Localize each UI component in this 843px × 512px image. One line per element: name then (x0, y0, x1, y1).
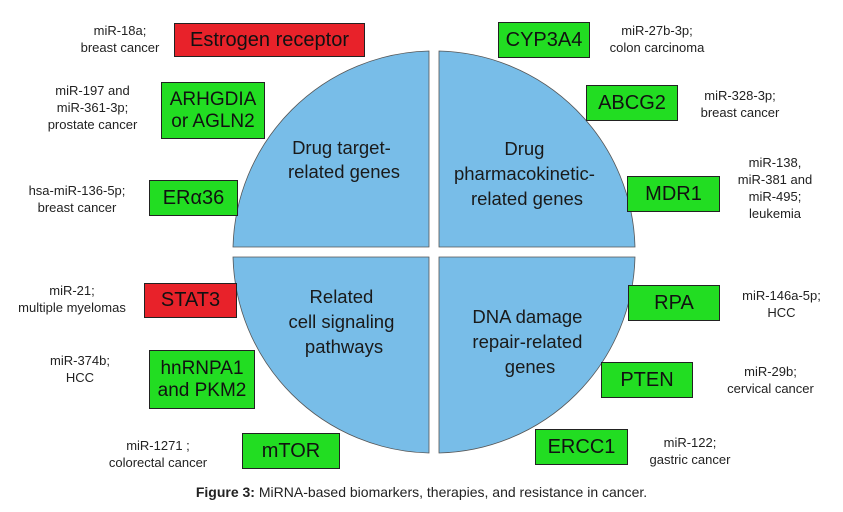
ercc1-box: ERCC1 (535, 429, 628, 465)
note-mir197: miR-197 and miR-361-3p; prostate cancer (47, 83, 138, 132)
note-mir328: miR-328-3p; breast cancer (700, 88, 780, 120)
hnrnpa1-box: hnRNPA1 and PKM2 (149, 350, 255, 409)
note-mir29b: miR-29b; cervical cancer (727, 364, 814, 396)
note-mir136: hsa-miR-136-5p; breast cancer (28, 183, 126, 215)
note-mir18a: miR-18a; breast cancer (80, 23, 160, 55)
figure-caption: Figure 3: MiRNA-based biomarkers, therap… (0, 484, 843, 500)
note-mir122: miR-122; gastric cancer (649, 435, 731, 467)
estrogen-receptor-box: Estrogen receptor (174, 23, 365, 57)
pten-box: PTEN (601, 362, 693, 398)
rpa-box: RPA (628, 285, 720, 321)
note-mir374b: miR-374b; HCC (50, 353, 110, 385)
note-mir1271: miR-1271 ; colorectal cancer (108, 438, 208, 470)
era36-box: ERα36 (149, 180, 238, 216)
note-mir21: miR-21; multiple myelomas (18, 283, 126, 315)
caption-text: MiRNA-based biomarkers, therapies, and r… (254, 484, 648, 500)
quadrant-bottom-right (438, 256, 636, 454)
quadrant-label-signaling: Related cell signaling pathways (288, 286, 399, 357)
mtor-box: mTOR (242, 433, 340, 469)
mdr1-box: MDR1 (627, 176, 720, 212)
quadrant-label-drug-target: Drug target- related genes (288, 137, 400, 182)
caption-label: Figure 3: (195, 484, 255, 500)
arhgdia-box: ARHGDIA or AGLN2 (161, 82, 265, 139)
quadrant-label-pharmacokinetic: Drug pharmacokinetic- related genes (454, 138, 600, 209)
note-mir146a: miR-146a-5p; HCC (742, 288, 821, 320)
note-mir138: miR-138, miR-381 and miR-495; leukemia (737, 155, 813, 221)
stat3-box: STAT3 (144, 283, 237, 318)
cyp3a4-box: CYP3A4 (498, 22, 590, 58)
quadrant-label-dna-repair: DNA damage repair-related genes (472, 306, 587, 377)
note-mir27b: miR-27b-3p; colon carcinoma (609, 23, 705, 55)
abcg2-box: ABCG2 (586, 85, 678, 121)
